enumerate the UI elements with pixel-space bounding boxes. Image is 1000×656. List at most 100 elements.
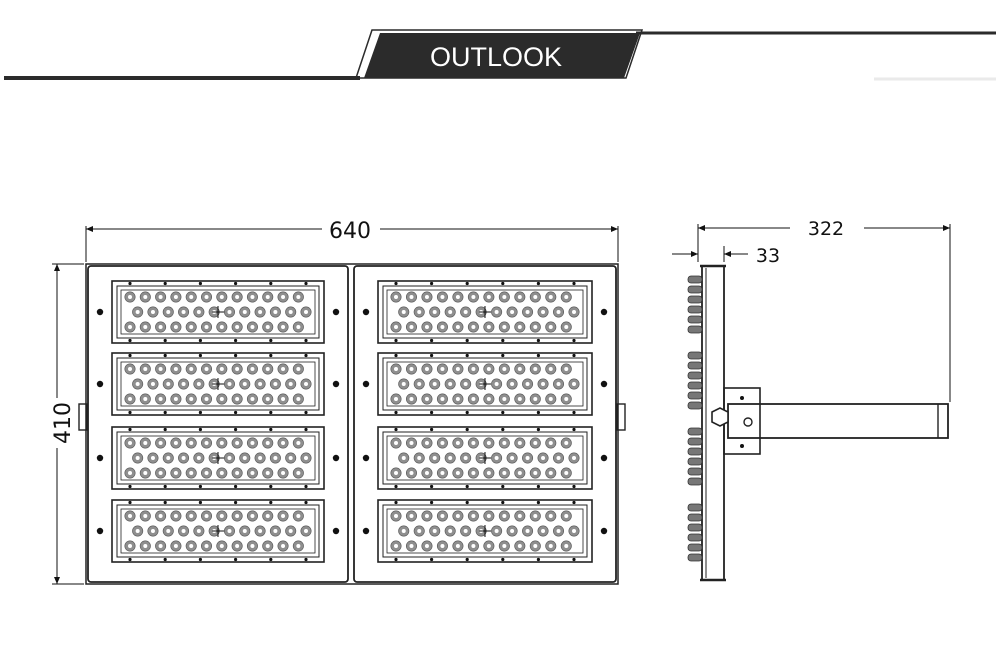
module-screw — [198, 338, 202, 343]
led-module-inner — [116, 504, 320, 558]
led-lens-frame — [120, 289, 316, 335]
led-lens-frame — [120, 435, 316, 481]
led-center — [288, 382, 293, 386]
module-screw — [198, 281, 202, 286]
led-center — [409, 325, 414, 329]
module-screw — [269, 427, 273, 432]
led-center — [166, 529, 171, 533]
led-center — [288, 456, 293, 460]
side-led-lens — [687, 295, 703, 304]
side-led-lens — [687, 325, 703, 334]
led-center — [281, 471, 286, 475]
led-center — [424, 441, 429, 445]
mounting-bolt — [362, 454, 370, 462]
side-bracket-left — [78, 403, 88, 431]
led-center — [304, 456, 308, 460]
side-led-lens — [687, 361, 703, 370]
led-center — [150, 382, 155, 386]
led-module-inner — [382, 504, 588, 558]
led-center — [486, 544, 491, 548]
led-center — [173, 367, 178, 371]
mounting-bolt — [96, 527, 104, 535]
led-center — [128, 544, 132, 548]
module-screw — [572, 410, 576, 415]
module-screw — [572, 427, 576, 432]
led-center — [242, 529, 247, 533]
led-center — [265, 544, 270, 548]
led-center — [143, 441, 148, 445]
led-center — [409, 514, 414, 518]
led-center — [189, 441, 194, 445]
side-led-lens — [687, 427, 703, 436]
led-center — [219, 397, 224, 401]
pivot-hex-nut — [711, 407, 729, 427]
led-center — [196, 382, 201, 386]
led-center — [455, 441, 460, 445]
led-center — [143, 514, 148, 518]
module-screw — [501, 484, 505, 489]
housing-panel — [87, 265, 349, 583]
led-center — [409, 441, 414, 445]
led-center — [181, 310, 186, 314]
led-center — [235, 514, 240, 518]
led-center — [448, 456, 453, 460]
led-center — [510, 382, 515, 386]
led-center — [525, 382, 530, 386]
led-center — [394, 441, 398, 445]
led-center — [158, 544, 163, 548]
led-center — [502, 514, 507, 518]
module-screw — [501, 353, 505, 358]
width-dimension-label: 640 — [329, 219, 371, 244]
plate-screw — [740, 444, 744, 448]
led-center — [424, 544, 429, 548]
led-center — [250, 471, 255, 475]
module-screw — [128, 484, 132, 489]
module-screw — [269, 410, 273, 415]
side-led-lens — [687, 467, 703, 476]
side-bracket-right — [616, 403, 626, 431]
led-center — [135, 310, 140, 314]
module-screw — [128, 281, 132, 286]
led-center — [409, 295, 414, 299]
module-screw — [128, 410, 132, 415]
led-center — [533, 544, 538, 548]
led-center — [143, 367, 148, 371]
module-screw — [572, 500, 576, 505]
led-center — [189, 367, 194, 371]
led-center — [135, 529, 140, 533]
led-center — [556, 529, 561, 533]
header-title-bg — [364, 33, 640, 78]
led-center — [204, 367, 209, 371]
module-screw — [163, 338, 167, 343]
led-center — [517, 367, 522, 371]
led-module — [377, 280, 593, 344]
led-center — [548, 397, 553, 401]
module-screw — [128, 353, 132, 358]
led-center — [258, 382, 263, 386]
dimension-arrow — [724, 251, 731, 257]
module-screw — [269, 557, 273, 562]
led-center — [525, 529, 530, 533]
led-center — [166, 310, 171, 314]
led-center — [166, 456, 171, 460]
led-center — [219, 441, 224, 445]
led-center — [432, 382, 437, 386]
led-center — [440, 367, 445, 371]
led-module-inner — [116, 431, 320, 485]
led-center — [173, 325, 178, 329]
side-view — [687, 264, 949, 582]
mounting-bolt — [600, 454, 608, 462]
led-center — [394, 397, 398, 401]
led-center — [533, 514, 538, 518]
side-led-lens — [687, 457, 703, 466]
led-center — [440, 441, 445, 445]
led-center — [196, 310, 201, 314]
led-center — [250, 397, 255, 401]
led-module-inner — [382, 431, 588, 485]
led-center — [394, 367, 398, 371]
led-center — [471, 471, 476, 475]
led-center — [204, 295, 209, 299]
led-center — [502, 325, 507, 329]
led-center — [204, 514, 209, 518]
